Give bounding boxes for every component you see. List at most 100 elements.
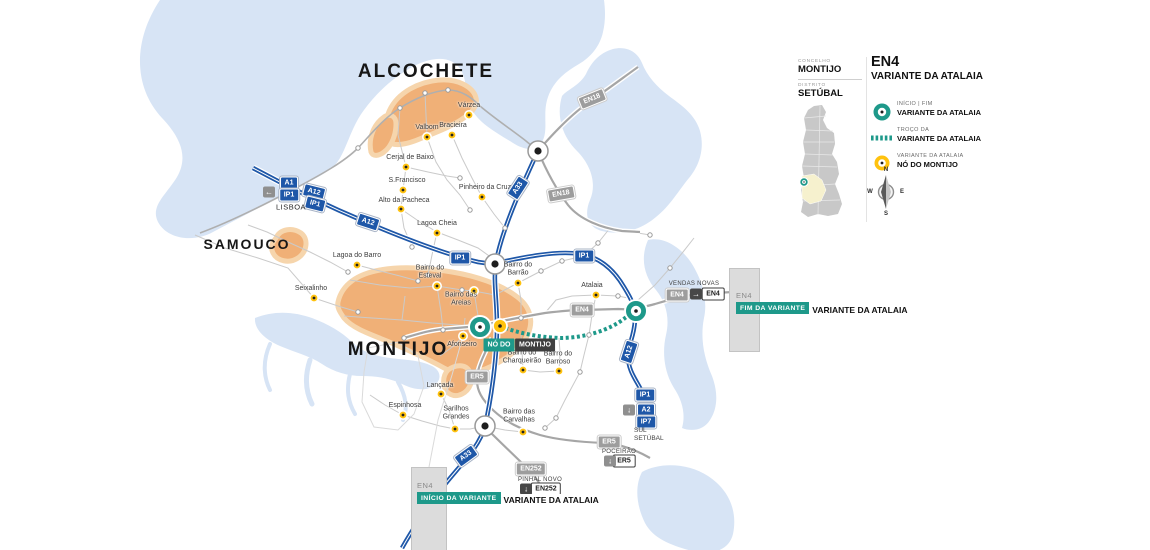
urban-area-alcochete (383, 77, 479, 148)
road-badge-ip1: IP1 (574, 249, 594, 263)
arrow-left-icon: ← (263, 186, 275, 198)
compass-north-label: N (883, 167, 889, 173)
road-badge-en252: EN252 (515, 462, 547, 476)
variante-start-marker-icon (468, 315, 492, 339)
town-dot-icon (446, 130, 457, 141)
arrow-down-icon: ↓ (520, 483, 532, 495)
town-label: Valbom (415, 124, 439, 132)
inicio-da-variante-callout-box (411, 467, 447, 550)
town-label: Bracieira (439, 122, 467, 130)
junction-icon (484, 253, 506, 275)
arrow-right-icon: → (690, 288, 702, 300)
road-badge-nó-do: NÓ DO (483, 338, 515, 352)
callout-route: EN4 (417, 481, 434, 490)
callout-title: VARIANTE DA ATALAIA (809, 304, 911, 316)
distrito-caption: DISTRITO (798, 83, 826, 88)
town-dot-icon (397, 185, 408, 196)
legend-route: EN4 (871, 54, 900, 70)
water-northeast (559, 48, 702, 233)
junction-icon (527, 140, 549, 162)
town-dot-icon (468, 285, 479, 296)
road-en18-south (536, 150, 641, 234)
legend-item-no-montijo: VARIANTE DA ATALAIA NÓ DO MONTIJO (897, 153, 1037, 169)
town-dot-icon (457, 330, 468, 341)
direction-label-sul: SUL (634, 427, 647, 434)
town-dot-icon (395, 204, 406, 215)
town-label: Alto da Pacheca (378, 197, 430, 205)
town-label: Lançada (426, 382, 454, 390)
road-badge-montijo: MONTIJO (515, 338, 555, 352)
town-label: Atalaia (581, 282, 603, 290)
compass-east-label: E (899, 189, 905, 195)
river-branch (303, 357, 315, 407)
legend-item-caption: INÍCIO | FIM (897, 101, 933, 107)
compass-rose-icon (877, 175, 895, 209)
arrow-down-icon: ↓ (604, 455, 616, 467)
road-nodes (293, 87, 673, 431)
montijo-node-marker-icon (874, 155, 890, 171)
arrow-down-icon: ↓ (623, 404, 635, 416)
city-label: ALCOCHETE (357, 61, 495, 82)
road-badge-er5: ER5 (597, 435, 621, 449)
road-badge-ip1: IP1 (450, 251, 470, 265)
urban-area-montijo-south (441, 363, 475, 399)
river-branch (345, 372, 357, 416)
town-dot-icon (421, 132, 432, 143)
legend-item-label: NÓ DO MONTIJO (897, 160, 958, 169)
town-label: Pinheiro da Cruz (458, 184, 512, 192)
legend-item-inicio-fim: INÍCIO | FIM VARIANTE DA ATALAIA (897, 101, 1037, 117)
compass-west-label: W (867, 189, 873, 195)
water-channel-east (643, 239, 717, 430)
start-end-marker-icon (873, 103, 891, 121)
town-label: S.Francisco (388, 177, 426, 185)
urban-area-alcochete-west (367, 112, 399, 158)
inset-location-marker-icon (799, 177, 809, 187)
river-branch (262, 342, 272, 392)
inicio-da-variante-callout: EN4 VARIANTE DA ATALAIA INÍCIO DA VARIAN… (417, 481, 602, 508)
junction-icon (474, 415, 496, 437)
direction-label-poceirão: POCEIRÃO (601, 449, 637, 455)
city-label: MONTIJO (347, 339, 449, 360)
town-label: Cerjal de Baixo (386, 154, 434, 162)
city-label: SAMOUCO (203, 236, 291, 252)
road-badge-er5: ER5 (465, 370, 489, 384)
direction-label-pinhal-novo: PINHAL NOVO (517, 477, 563, 483)
direction-label-setúbal: SETÚBAL (634, 435, 664, 442)
town-dot-icon (517, 426, 528, 437)
admin-info-panel: CONCELHO MONTIJO DISTRITO SETÚBAL (798, 59, 862, 99)
legend-item-caption: VARIANTE DA ATALAIA (897, 153, 964, 159)
concelho-name: MONTIJO (798, 64, 842, 75)
road-badge-ip1: IP1 (279, 188, 299, 202)
legend-item-label: VARIANTE DA ATALAIA (897, 134, 982, 143)
concelho-caption: CONCELHO (798, 59, 831, 64)
town-dot-icon (476, 192, 487, 203)
town-dot-icon (590, 289, 601, 300)
no-do-montijo-marker-icon (492, 318, 508, 334)
legend-item-label: VARIANTE DA ATALAIA (897, 108, 982, 117)
road-badge-en4: EN4 (570, 303, 594, 317)
road-badge-er5: ER5 (612, 454, 636, 468)
road-badge-ip7: IP7 (636, 415, 656, 429)
town-dot-icon (397, 409, 408, 420)
town-label: Lagoa Cheia (417, 220, 457, 228)
divider (798, 79, 862, 80)
town-dot-icon (517, 364, 528, 375)
distrito-name: SETÚBAL (798, 88, 843, 99)
direction-label-vendas-novas: VENDAS NOVAS (668, 281, 720, 287)
town-label: Várzea (457, 102, 481, 110)
town-dot-icon (553, 365, 564, 376)
callout-title: VARIANTE DA ATALAIA (500, 494, 602, 506)
town-dot-icon (512, 277, 523, 288)
variante-end-marker-icon (624, 299, 648, 323)
road-badge-ip1: IP1 (635, 388, 655, 402)
callout-route: EN4 (736, 291, 753, 300)
water-southeast (637, 465, 735, 550)
town-label: Espinhosa (388, 402, 422, 410)
